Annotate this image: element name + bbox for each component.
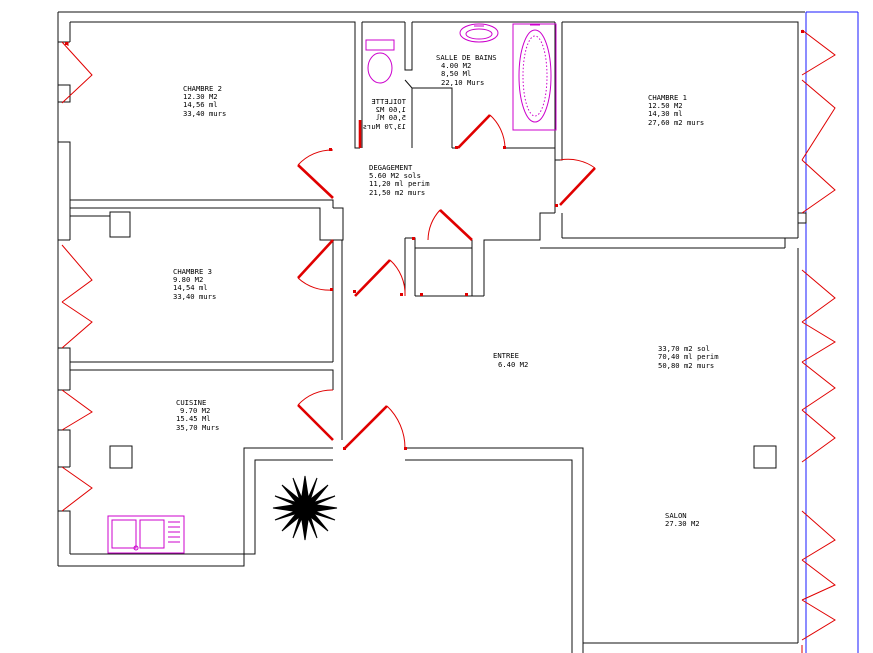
- chambre2-name: CHAMBRE 2: [183, 84, 222, 93]
- door-cuisine: [297, 404, 334, 441]
- salon-perimeter: 70,40 ml perim: [658, 352, 719, 361]
- cuisine-area: 9.70 M2: [180, 406, 210, 415]
- toilette-name: TOILETTE: [371, 97, 406, 106]
- cuisine-name: CUISINE: [176, 398, 206, 407]
- compass-rose-icon: [272, 475, 338, 541]
- fixtures: [107, 23, 557, 554]
- cuisine-perimeter: 15.45 Ml: [176, 414, 211, 423]
- chambre1-name: CHAMBRE 1: [648, 93, 687, 102]
- salon-area: 27.30 M2: [665, 519, 700, 528]
- entree-name: ENTREE: [493, 351, 519, 360]
- chambre2-walls: 33,40 murs: [183, 109, 226, 118]
- toilet-icon: [365, 39, 395, 84]
- door-degagement-sud: [354, 259, 391, 297]
- door-closet: [439, 209, 473, 241]
- door-chambre1: [559, 167, 596, 206]
- washbasin-icon: [459, 23, 499, 43]
- degagement-name: DEGAGEMENT: [369, 163, 413, 172]
- walls: [57, 11, 807, 653]
- door-sdb: [457, 114, 491, 149]
- outer-frame: [805, 11, 859, 653]
- kitchen-sink-icon: [107, 515, 185, 554]
- cuisine-walls: 35,70 Murs: [176, 423, 219, 432]
- chambre3-name: CHAMBRE 3: [173, 267, 212, 276]
- sdb-area: 4.00 M2: [441, 61, 471, 70]
- door-chambre3: [297, 239, 334, 279]
- sdb-walls: 22,10 Murs: [441, 78, 484, 87]
- chambre3-perimeter: 14,54 ml: [173, 283, 208, 292]
- degagement-walls: 21,50 m2 murs: [369, 188, 425, 197]
- doors: [61, 29, 836, 653]
- toilette-area: 1,60 M2: [376, 105, 406, 114]
- toilette-walls: 13,70 Murs: [363, 122, 406, 131]
- door-chambre2: [297, 164, 334, 199]
- salon-name: SALON: [665, 511, 687, 520]
- chambre2-perimeter: 14,56 ml: [183, 100, 218, 109]
- sdb-name: SALLE DE BAINS: [436, 53, 497, 62]
- degagement-area: 5.60 M2 sols: [369, 171, 421, 180]
- chambre3-area: 9.80 M2: [173, 275, 203, 284]
- toilette-perimeter: 5,60 Ml: [376, 113, 406, 122]
- toilette-label: TOILETTE 1,60 M2 5,60 Ml 13,70 Murs: [363, 97, 406, 131]
- sdb-perimeter: 8,50 Ml: [441, 69, 471, 78]
- door-entree-left: [344, 405, 388, 449]
- degagement-perimeter: 11,20 ml perim: [369, 179, 430, 188]
- room-labels: CHAMBRE 2 12.30 M2 14,56 ml 33,40 murs T…: [173, 53, 719, 528]
- chambre1-walls: 27,60 m2 murs: [648, 118, 704, 127]
- chambre1-area: 12.50 M2: [648, 101, 683, 110]
- chambre2-area: 12.30 M2: [183, 92, 218, 101]
- salon-floor: 33,70 m2 sol: [658, 344, 710, 353]
- salon-walls: 50,80 m2 murs: [658, 361, 714, 370]
- entree-area: 6.40 M2: [498, 360, 528, 369]
- chambre3-walls: 33,40 murs: [173, 292, 216, 301]
- chambre1-perimeter: 14,30 ml: [648, 109, 683, 118]
- bathtub-icon: [512, 23, 557, 131]
